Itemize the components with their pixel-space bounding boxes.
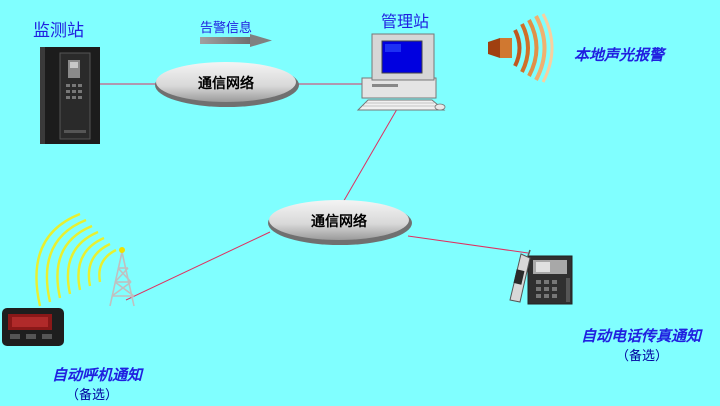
connection-lines bbox=[100, 83, 529, 301]
local-alarm-label: 本地声光报警 bbox=[574, 46, 665, 64]
network-cloud-middle bbox=[268, 200, 412, 245]
network-middle-label: 通信网络 bbox=[311, 214, 367, 230]
link-management-network2 bbox=[341, 103, 401, 205]
network-cloud-top bbox=[155, 62, 299, 107]
telephone-fax-icon bbox=[509, 249, 573, 305]
siren-icon bbox=[488, 13, 554, 83]
phone-fax-notify-label: 自动电话传真通知 bbox=[581, 327, 702, 345]
pager-notify-label: 自动呼机通知 bbox=[52, 366, 143, 384]
radio-waves-icon bbox=[35, 212, 117, 307]
alarm-info-label: 告警信息 bbox=[200, 21, 253, 36]
monitor-station-label: 监测站 bbox=[33, 21, 84, 41]
link-network2-phone bbox=[407, 235, 529, 254]
pager-icon bbox=[2, 308, 64, 346]
link-network2-tower bbox=[125, 231, 271, 301]
monitor-station-cabinet-icon bbox=[40, 47, 100, 144]
management-computer-icon bbox=[356, 33, 446, 111]
phone-optional-label: （备选） bbox=[616, 349, 669, 364]
pager-optional-label: （备选） bbox=[66, 388, 119, 403]
management-station-label: 管理站 bbox=[381, 12, 430, 31]
radio-tower-icon bbox=[109, 247, 135, 307]
alarm-info-arrow bbox=[200, 34, 272, 47]
network-top-label: 通信网络 bbox=[198, 76, 254, 92]
